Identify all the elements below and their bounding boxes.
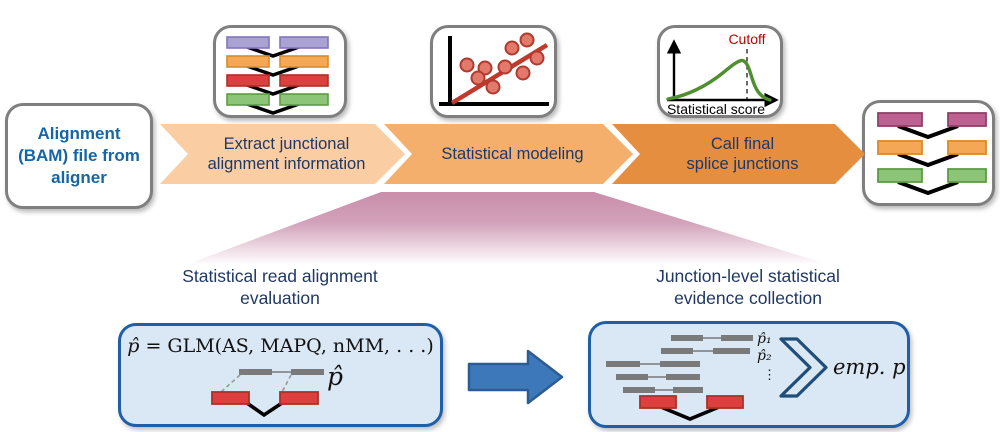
bam-input-label: Alignment (BAM) file from aligner [18,123,140,188]
evidence-collection-heading: Junction-level statistical evidence coll… [656,266,840,308]
step-statistical-modeling-label: Statistical modeling [441,144,584,163]
final-junctions-icon [862,100,995,206]
evidence-collection-panel: p̂₁ p̂₂ ⋮ emp. p [588,321,910,428]
step-call-junctions-arrow: Call final splice junctions [612,124,865,184]
junction-evidence-graphic [606,335,828,421]
read-alignment-graphic [211,369,324,418]
glm-formula: p̂ = GLM(AS, MAPQ, nMM, . . .) [121,335,440,357]
step-extract-junctional-arrow: Extract junctional alignment information [160,124,405,184]
score-axis-label: Statistical score [667,101,765,115]
scatter-model-icon [430,25,557,118]
bam-input-box: Alignment (BAM) file from aligner [5,103,153,209]
much-greater-chevron [779,337,828,398]
junction-reads-4-graphic [226,36,329,115]
p-hat-2-label: p̂₂ [757,348,772,364]
p-hat-1-label: p̂₁ [757,331,772,347]
read-evaluation-panel: p̂ = GLM(AS, MAPQ, nMM, . . .) p̂ [118,323,443,427]
empirical-p-label: emp. p [833,355,906,379]
scatter-plot-graphic [439,32,549,106]
step-extract-junctional-label: Extract junctional alignment information [207,134,366,173]
read-evaluation-heading: Statistical read alignment evaluation [182,266,378,308]
flow-right-arrow [467,349,564,405]
distribution-graphic: Cutoff Statistical score [666,31,779,117]
step-statistical-modeling-arrow: Statistical modeling [384,124,633,184]
step-call-junctions-label: Call final splice junctions [686,134,799,173]
vertical-dots: ⋮ [763,368,776,383]
junction-reads-3-graphic [877,112,987,196]
zoom-funnel-gradient [185,192,830,265]
p-hat-label: p̂ [327,362,344,391]
junction-reads-icon [213,25,347,118]
score-distribution-icon: Cutoff Statistical score [657,25,783,118]
cutoff-label: Cutoff [728,31,765,47]
glm-formula-rhs: = GLM(AS, MAPQ, nMM, . . .) [139,335,434,357]
glm-formula-lhs: p̂ [127,335,140,357]
